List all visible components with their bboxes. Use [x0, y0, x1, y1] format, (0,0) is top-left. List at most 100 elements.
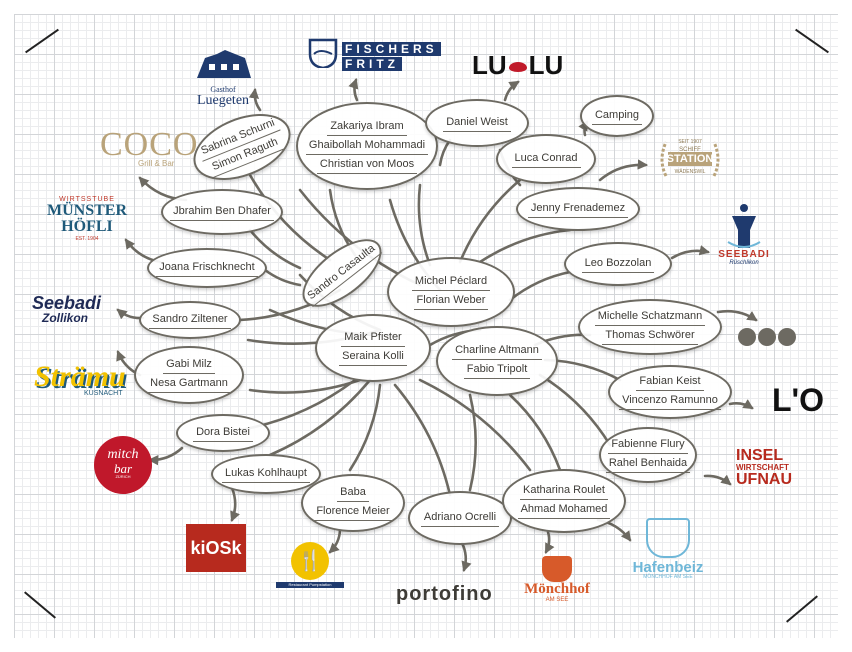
node-leo: Leo Bozzolan — [564, 242, 672, 286]
seebadi-right-sub: Rüschlikon — [729, 260, 759, 266]
node-name-label: Leo Bozzolan — [581, 256, 655, 273]
insel-line3: UFNAU — [736, 471, 792, 488]
logo-circles — [738, 328, 796, 350]
fischers-line2: FRITZ — [342, 57, 402, 71]
node-name-label: Ghaibollah Mohammadi — [305, 138, 429, 155]
monchhof-name: Mönchhof — [524, 581, 590, 597]
spoke-line — [508, 270, 572, 302]
arrow-to-logo — [598, 159, 649, 182]
node-daniel: Daniel Weist — [425, 99, 529, 147]
insel-line1: INSEL — [736, 447, 784, 464]
logo-lo: L'O — [772, 382, 825, 418]
spoke-line — [538, 373, 612, 447]
node-name-label: Charline Altmann — [452, 343, 542, 360]
node-name-label: Florence Meier — [313, 504, 393, 521]
insel-line2: WIRTSCHAFT — [736, 463, 789, 472]
node-name-label: Vincenzo Ramunno — [619, 393, 721, 410]
node-name-label: Daniel Weist — [443, 115, 511, 132]
munster-top: WIRTSSTUBE — [59, 196, 115, 203]
schiff-wreath-icon — [660, 141, 720, 177]
node-name-label: Jbrahim Ben Dhafer — [170, 204, 274, 221]
logo-luegeten: Gasthof Luegeten — [180, 48, 266, 108]
node-adriano: Adriano Ocrelli — [408, 491, 512, 545]
strandbad-name: Strämu — [34, 360, 126, 393]
arrow-to-logo — [230, 486, 240, 522]
logo-insel-ufnau: INSEL WIRTSCHAFT UFNAU — [736, 448, 792, 488]
logo-schiff-station: SEIT 1907 SCHIFF STATION WÄDENSWIL — [654, 132, 726, 192]
schiff-name: SCHIFF — [679, 147, 701, 153]
node-name-label: Fabian Keist — [636, 374, 704, 391]
node-name-label: Michelle Schatzmann — [594, 309, 706, 326]
hafenbeiz-sub: MÖNCHHOF AM SEE — [643, 574, 693, 580]
schiff-bottom: WÄDENSWIL — [674, 169, 706, 175]
node-name-label: Fabienne Flury — [608, 437, 688, 454]
spoke-line — [348, 383, 382, 472]
logo-seebadi-ruschlikon: SEEBADI Rüschlikon — [714, 202, 774, 266]
circle-icon — [758, 328, 776, 346]
logo-portofino: portofino — [396, 583, 493, 605]
node-joana: Joana Frischknecht — [147, 248, 267, 288]
node-name-label: Camping — [591, 108, 643, 125]
fork-knife-icon: 🍴 — [291, 542, 329, 580]
strandbad-sub: KÜSNACHT — [84, 390, 123, 397]
node-name-label: Seraina Kolli — [339, 349, 407, 366]
lulu-left: LU — [472, 50, 507, 80]
logo-kiosk: kiOSk — [186, 524, 246, 572]
monchhof-sub: AM SEE — [545, 597, 569, 603]
arrow-to-logo — [670, 245, 711, 260]
node-dora: Dora Bistei — [176, 414, 270, 452]
spoke-line — [458, 178, 522, 264]
luegeten-building-icon — [197, 50, 251, 78]
logo-munster-hofli: WIRTSSTUBE MÜNSTER HÖFLI EST. 1904 — [40, 196, 134, 242]
node-name-label: Fabio Tripolt — [463, 362, 531, 379]
node-name-label: Luca Conrad — [511, 151, 581, 168]
spoke-line — [248, 228, 302, 270]
node-jenny: Jenny Frenademez — [516, 187, 640, 231]
coco-name: COCO — [100, 126, 199, 163]
node-name-label: Jenny Frenademez — [527, 201, 629, 218]
node-name-label: Katharina Roulet — [520, 483, 608, 500]
spoke-line — [468, 393, 477, 492]
logo-restaurant-pumpstation: 🍴 Restaurant Pumpstation — [276, 542, 344, 588]
node-name-label: Rahel Benhaida — [605, 456, 691, 473]
mitchbar-sub: ZÜRICH — [115, 474, 131, 479]
spoke-line — [393, 383, 452, 497]
seebadi-left-line2: Zollikon — [42, 311, 88, 325]
node-name-label: Thomas Schwörer — [602, 328, 698, 345]
spoke-line — [268, 378, 372, 457]
spoke-line — [263, 268, 302, 287]
circle-icon — [778, 328, 796, 346]
logo-monchhof: Mönchhof AM SEE — [514, 556, 600, 603]
spoke-line — [438, 138, 452, 167]
spoke-line — [417, 183, 432, 267]
luegeten-small-text: Gasthof — [210, 85, 236, 94]
node-luca: Luca Conrad — [496, 134, 596, 184]
arrow-to-logo — [248, 87, 262, 112]
seebadi-right-name: SEEBADI — [718, 249, 770, 260]
munster-sub: EST. 1904 — [75, 236, 99, 242]
spoke-line — [248, 378, 362, 394]
hafenbeiz-name: Hafenbeiz — [632, 559, 704, 576]
node-name-label: Nesa Gartmann — [147, 376, 231, 393]
circle-icon — [738, 328, 756, 346]
fischers-shield-icon — [308, 38, 338, 68]
node-jbrahim: Jbrahim Ben Dhafer — [161, 189, 283, 235]
node-name-label: Zakariya Ibram — [327, 119, 407, 136]
node-name-label: Baba — [337, 485, 369, 502]
node-name-label: Joana Frischknecht — [156, 260, 258, 277]
node-name-label: Ahmad Mohamed — [517, 502, 611, 519]
node-sandrozil: Sandro Ziltener — [139, 301, 241, 339]
schiff-name2: STATION — [666, 153, 714, 165]
node-name-label: Adriano Ocrelli — [420, 510, 500, 527]
logo-strambad-kusnacht: Strämu KÜSNACHT — [34, 360, 126, 398]
